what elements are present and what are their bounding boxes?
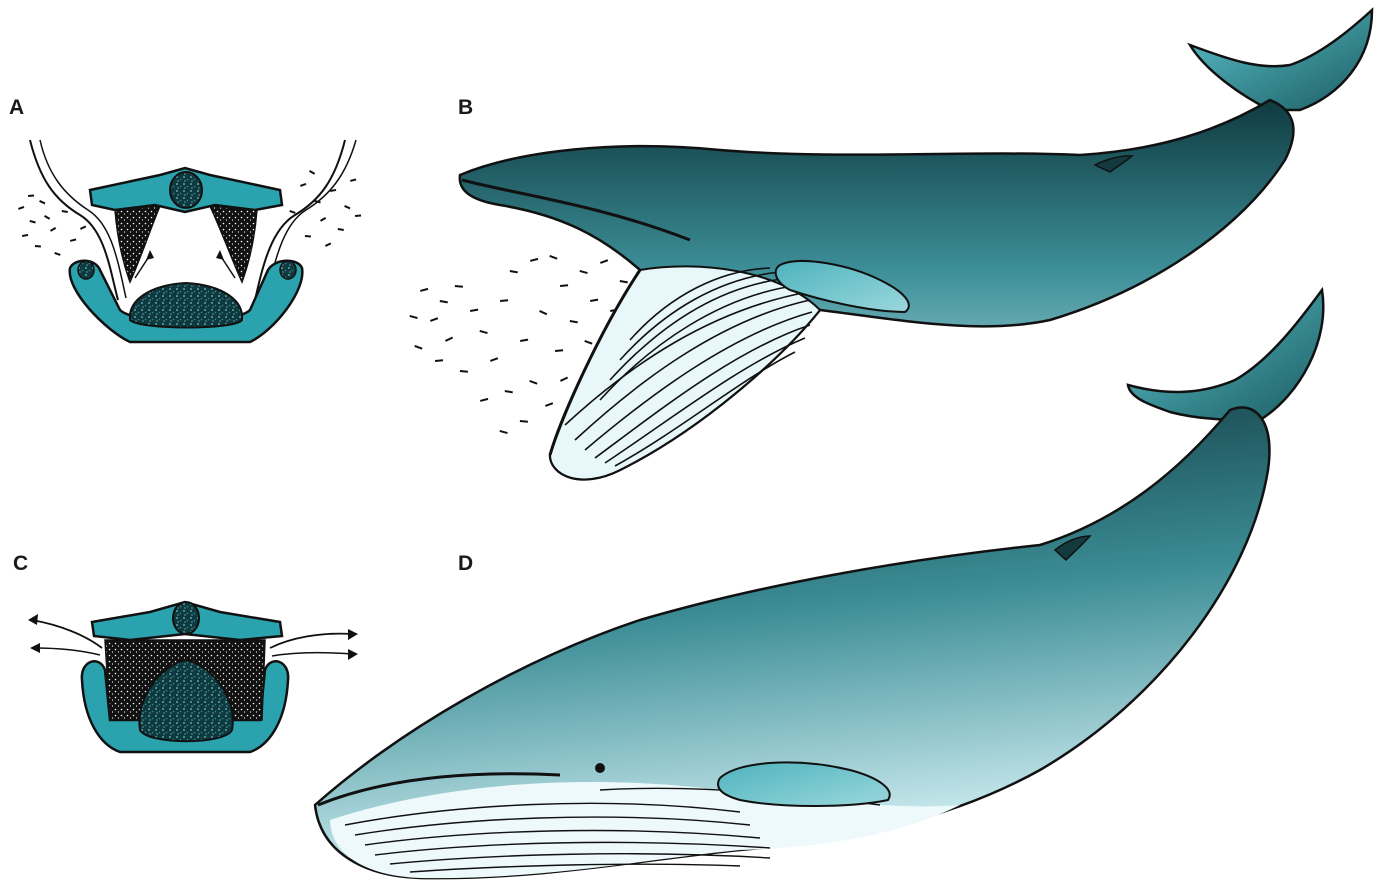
whale-d: [315, 290, 1323, 878]
cross-section-a: [18, 140, 361, 342]
cross-section-c: [28, 602, 358, 752]
